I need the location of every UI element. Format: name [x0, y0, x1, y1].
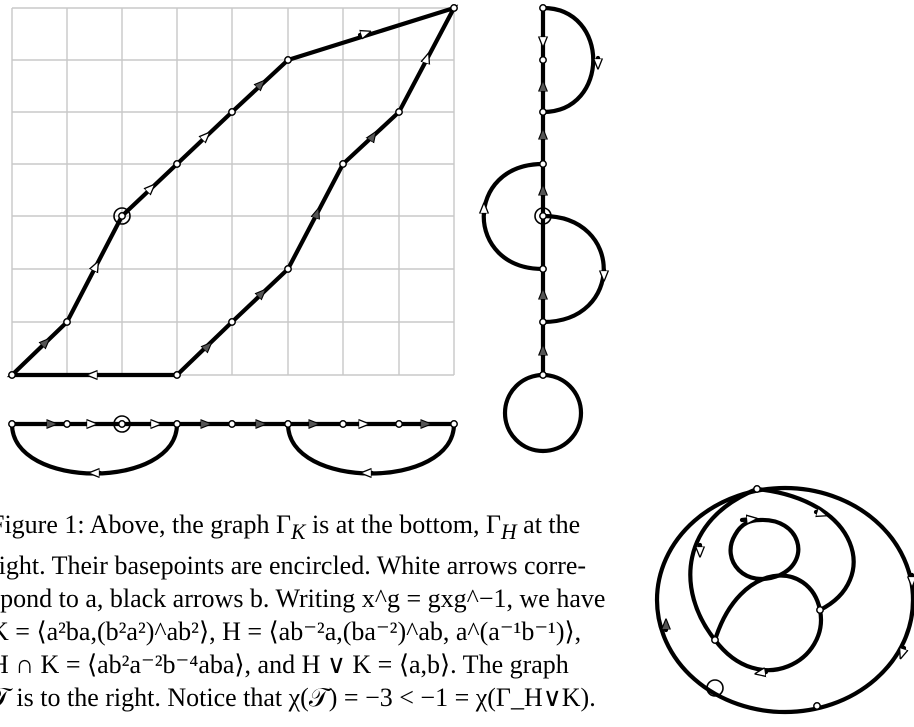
- graph-gamma-k-vertices: [8, 420, 458, 428]
- caption-line-5: H ∩ K = ⟨ab²a⁻²b⁻⁴aba⟩, and H ∨ K = ⟨a,b…: [0, 650, 569, 680]
- graph-t-vertices: [711, 485, 824, 710]
- basepoint-marker-grid: [113, 207, 131, 225]
- basepoint-marker-gamma-h: [534, 207, 552, 225]
- graph-gamma-h: [484, 5, 604, 454]
- basepoint-marker-graph-t: [706, 679, 724, 697]
- caption-line-1: Figure 1: Above, the graph ΓK is at the …: [0, 510, 581, 545]
- caption-line-6: 𝒯 is to the right. Notice that χ(𝒯) = −3…: [0, 683, 596, 713]
- caption-line-4: K = ⟨a²ba,(b²a²)^ab²⟩, H = ⟨ab⁻²a,(ba⁻²)…: [0, 617, 582, 647]
- graph-gamma-h-vertices: [539, 4, 547, 379]
- caption-line-2: right. Their basepoints are encircled. W…: [0, 551, 587, 581]
- caption-line-3: spond to a, black arrows b. Writing x^g …: [0, 584, 606, 614]
- graph-gamma-k: [9, 424, 457, 474]
- basepoint-marker-gamma-k: [113, 415, 131, 433]
- figure-caption: Figure 1: Above, the graph ΓK is at the …: [0, 508, 626, 714]
- graph-gamma-k-grid-vertices: [8, 4, 458, 379]
- graph-t: [654, 485, 914, 715]
- grid-background: [11, 7, 455, 376]
